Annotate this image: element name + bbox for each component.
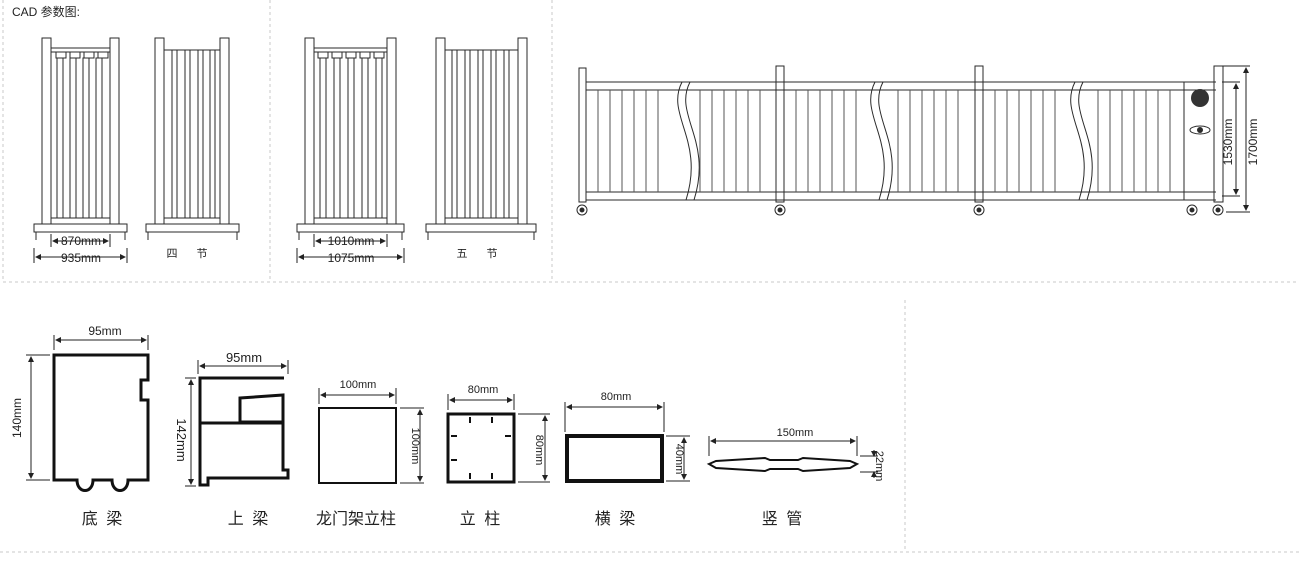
profile-crossbeam-shape (565, 434, 664, 483)
profile-top-beam-height: 142mm (174, 418, 189, 461)
gate-height-dims (1222, 65, 1250, 213)
profile-crossbeam-height: 40mm (673, 444, 685, 475)
gate-outer-height: 1700mm (1246, 119, 1260, 166)
profile-gantry-column-dims (318, 388, 424, 484)
profile-post-shape (446, 412, 516, 484)
five-section-outer-width: 1075mm (328, 251, 375, 265)
profile-vertical-tube-name: 竖 管 (762, 510, 804, 528)
five-section-caption: 五 节 (456, 247, 505, 260)
profile-bottom-beam-height: 140mm (10, 398, 24, 438)
profile-vertical-tube-shape (706, 456, 860, 473)
five-section-dims (296, 234, 405, 263)
profile-top-beam-shape (198, 376, 290, 487)
five-section-front-closed (296, 37, 405, 240)
profile-bottom-beam-name: 底 梁 (82, 510, 124, 528)
four-section-front-closed (33, 37, 128, 240)
profile-post-name: 立 柱 (460, 510, 502, 528)
four-section-caption: 四 节 (166, 247, 215, 260)
profile-crossbeam-name: 横 梁 (595, 510, 637, 528)
profile-post-dims (447, 394, 550, 483)
profile-gantry-column-name: 龙门架立柱 (316, 510, 396, 528)
five-section-inner-width: 1010mm (328, 234, 375, 248)
profile-vertical-tube-height: 22mm (873, 451, 885, 482)
page-title: CAD 参数图: (12, 4, 80, 19)
profile-gantry-column-height: 100mm (409, 428, 421, 465)
four-section-dims (33, 234, 128, 263)
four-section-outer-width: 935mm (61, 251, 101, 265)
profile-bottom-beam-shape (52, 353, 150, 492)
profile-bottom-beam-width: 95mm (88, 324, 121, 338)
gate-side-elevation (578, 65, 1224, 203)
gate-inner-height: 1530mm (1221, 119, 1235, 166)
profile-top-beam-name: 上 梁 (228, 510, 270, 528)
four-section-front-open (145, 37, 240, 240)
profile-top-beam-width: 95mm (226, 350, 262, 365)
profile-bottom-beam-dims (26, 335, 149, 481)
gate-wheels (576, 204, 1224, 216)
profile-crossbeam-width: 80mm (601, 391, 632, 403)
profile-vertical-tube-width: 150mm (777, 427, 814, 439)
profile-vertical-tube-dims (708, 436, 878, 478)
profile-post-width: 80mm (468, 384, 499, 396)
profile-post-notches (451, 417, 511, 479)
profile-post-height: 80mm (533, 435, 545, 466)
profile-gantry-column-width: 100mm (340, 379, 377, 391)
profile-top-beam-dims (185, 360, 289, 487)
profile-gantry-column-shape (318, 407, 397, 484)
profile-crossbeam-dims (564, 402, 690, 482)
four-section-inner-width: 870mm (61, 234, 101, 248)
five-section-front-open (425, 37, 537, 240)
gate-head-emblem-icon (1189, 89, 1211, 135)
